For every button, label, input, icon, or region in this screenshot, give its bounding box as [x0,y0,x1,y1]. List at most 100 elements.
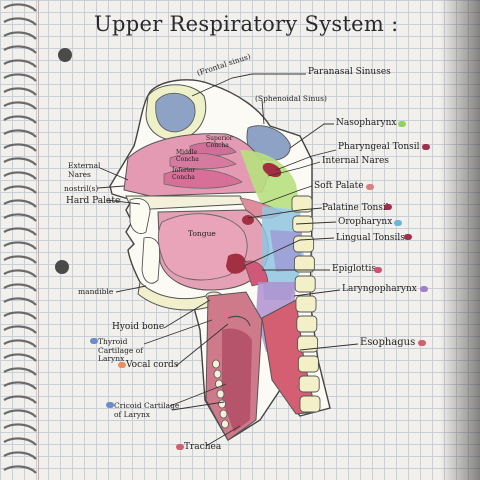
spiral-loop [3,409,37,418]
page-title: Upper Respiratory System : [94,12,399,36]
spiral-loop [3,45,37,54]
label-internal-nares: Internal Nares [322,156,389,166]
vertebra [299,395,321,413]
spiral-loop [3,143,37,152]
spiral-loop [3,451,37,460]
spiral-loop [3,437,37,446]
spiral-loop [3,325,37,334]
label-epiglottis: Epiglottis [332,264,376,274]
label-laryngopharynx: Laryngopharynx [342,284,417,294]
soft-palate-color-swatch [366,184,374,190]
tracheal-ring [219,409,228,419]
tongue [157,213,248,281]
spiral-loop [3,157,37,166]
vertebra [293,235,315,253]
middle-concha [169,152,237,170]
spiral-loop [3,255,37,264]
label-inferior-concha: Inferior Concha [172,167,196,181]
spiral-loop [3,59,37,68]
label-lingual-tonsils: Lingual Tonsils [336,233,405,243]
label-tongue: Tongue [188,229,216,238]
punch-hole [55,260,69,274]
esophagus-color-swatch [418,340,426,346]
tracheal-ring [218,399,226,409]
thyroid-cartilage-color-swatch [90,338,98,344]
vertebra [293,255,315,273]
label-cricoid-cartilage: Cricoid Cartilage of Larynx [114,401,180,419]
margin-line [38,0,39,480]
spiral-loop [3,3,37,12]
spiral-loop [3,269,37,278]
label-soft-palate: Soft Palate [314,181,364,191]
label-vocal-cords: Vocal cords [126,360,179,370]
label-hard-palate: Hard Palate [66,196,121,206]
vertebral-column [291,195,321,413]
laryngopharynx-color-swatch [420,286,428,292]
vertebra [296,315,318,333]
label-thyroid-cartilage: Thyroid Cartilage of Larynx [98,337,143,364]
trachea-color-swatch [176,444,184,450]
oropharynx-color-swatch [394,220,402,226]
page-edge-shadow [440,0,480,480]
palatine-tonsil-color-swatch [384,204,392,210]
vertebra [294,275,316,293]
label-paranasal-sinuses: Paranasal Sinuses [308,67,391,77]
vertebra [291,195,313,213]
frontal-sinus [155,92,196,133]
spiral-loop [3,283,37,292]
spiral-loop [3,353,37,362]
label-hyoid-bone: Hyoid bone [112,322,165,332]
spiral-loop [3,87,37,96]
inferior-concha [163,168,243,189]
label-trachea: Trachea [184,442,222,452]
label-oropharynx: Oropharynx [338,217,393,227]
spiral-loop [3,367,37,376]
lower-teeth [141,237,161,284]
leader-lines [97,73,359,447]
spiral-loop [3,465,37,474]
spiral-loop [3,115,37,124]
spiral-loop [3,199,37,208]
vertebra [297,355,319,373]
tracheal-ring [212,359,220,369]
label-pharyngeal-tonsil: Pharyngeal Tonsil [338,142,420,152]
spiral-loop [3,381,37,390]
label-esophagus: Esophagus [360,337,416,348]
label-sphenoidal-sinus: (Sphenoidal Sinus) [255,94,327,103]
upper-teeth [129,198,151,234]
trachea-inner [222,328,252,432]
spiral-loop [3,101,37,110]
spiral-loop [3,311,37,320]
vertebra [295,295,317,313]
spiral-loop [3,73,37,82]
punch-hole [58,48,72,62]
cricoid-cartilage-color-swatch [106,402,114,408]
spiral-loop [3,213,37,222]
spiral-loop [3,31,37,40]
spiral-loop [3,339,37,348]
label-middle-concha: Middle Concha [176,149,199,163]
spiral-loop [3,17,37,26]
label-palatine-tonsil: Palatine Tonsil [322,203,389,213]
spiral-loop [3,297,37,306]
spiral-loop [3,185,37,194]
tracheal-ring [213,369,222,379]
spiral-loop [3,227,37,236]
spiral-loop [3,423,37,432]
vertebra [298,375,320,393]
vocal-cord [227,315,251,327]
tracheal-ring [221,419,229,429]
label-external-nares: External Nares [68,161,101,179]
lingual-tonsil [226,253,247,274]
lingual-tonsils-color-swatch [404,234,412,240]
epiglottis-color-swatch [374,267,382,273]
label-nostrils: nostril(s) [64,184,99,193]
nasopharynx-region [240,150,300,210]
vocal-cords-color-swatch [118,362,126,368]
spiral-binding [3,3,37,474]
palatine-tonsil [242,215,254,225]
pharyngeal-tonsil-color-swatch [422,144,430,150]
label-superior-concha: Superior Concha [206,135,233,149]
spiral-loop [3,241,37,250]
